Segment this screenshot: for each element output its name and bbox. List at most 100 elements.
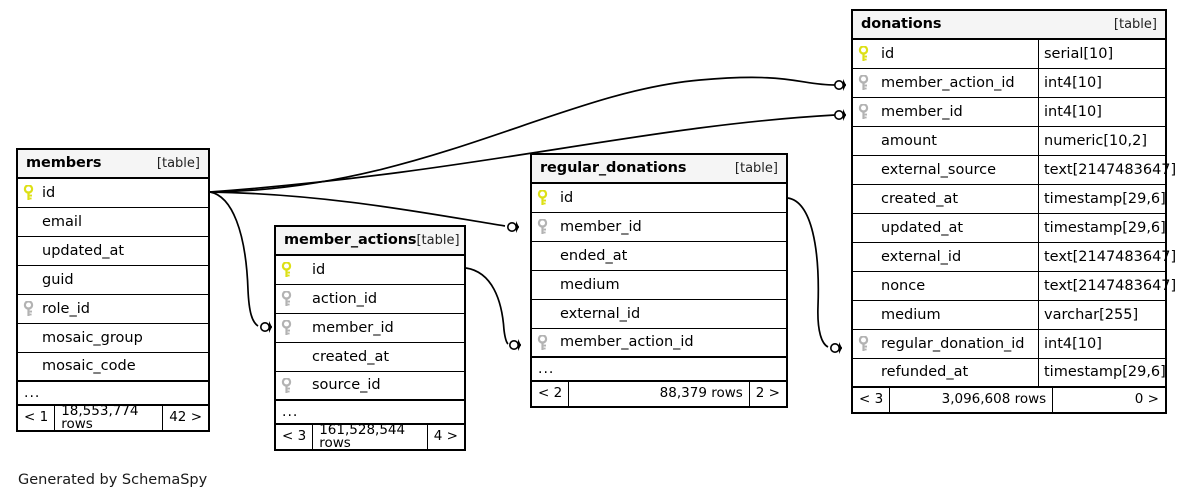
table-header-regular-donations: regular_donations [table]: [532, 155, 786, 184]
row-count: 18,553,774 rows: [55, 404, 164, 431]
no-key-spacer: [853, 301, 873, 329]
table-row[interactable]: nonce text[2147483647]: [853, 272, 1176, 301]
no-key-spacer: [18, 266, 38, 294]
column-name: medium: [560, 276, 620, 293]
table-footer-member-actions: < 3 161,528,544 rows 4 >: [276, 423, 464, 450]
column-name: member_action_id: [560, 334, 694, 351]
table-row[interactable]: id: [532, 184, 786, 213]
edge-members-regular-donations-member-id: [209, 191, 506, 227]
table-name-donations: donations: [861, 15, 942, 32]
table-row[interactable]: mosaic_group: [18, 324, 208, 353]
foreign-key-icon: [853, 69, 873, 97]
no-key-spacer: [18, 237, 38, 265]
primary-key-icon: [853, 40, 873, 68]
table-member-actions[interactable]: member_actions [table] id action_id memb…: [274, 225, 466, 451]
table-row[interactable]: id: [276, 256, 464, 285]
column-type: text[2147483647]: [1038, 272, 1176, 300]
foreign-key-icon: [276, 314, 296, 342]
column-type: timestamp[29,6]: [1038, 359, 1166, 386]
column-name: id: [560, 189, 574, 206]
primary-key-icon: [18, 179, 38, 207]
column-name: created_at: [881, 190, 959, 207]
edge-regular-donations-donations-regular-donation-id: [787, 197, 829, 348]
table-row[interactable]: regular_donation_id int4[10]: [853, 330, 1165, 359]
table-row[interactable]: member_id: [532, 213, 786, 242]
table-name-member-actions: member_actions: [284, 231, 417, 248]
foreign-key-icon: [276, 372, 296, 399]
no-key-spacer: [276, 343, 296, 371]
table-row[interactable]: medium: [532, 271, 786, 300]
column-type: numeric[10,2]: [1038, 127, 1165, 155]
edge-member-actions-regular-donations-member-action-id: [465, 267, 509, 345]
table-row[interactable]: member_id: [276, 314, 464, 343]
table-row[interactable]: id serial[10]: [853, 40, 1165, 69]
table-row[interactable]: external_id text[2147483647]: [853, 243, 1176, 272]
column-name: refunded_at: [881, 364, 969, 381]
column-name: member_id: [312, 319, 394, 336]
outgoing-relationships-count[interactable]: 42 >: [169, 409, 202, 426]
incoming-relationships-count[interactable]: < 1: [18, 406, 56, 430]
column-name: id: [881, 45, 895, 62]
table-row[interactable]: external_id: [532, 300, 786, 329]
no-key-spacer: [853, 214, 873, 242]
table-row[interactable]: role_id: [18, 295, 208, 324]
outgoing-relationships-count[interactable]: 0 >: [1134, 391, 1159, 408]
no-key-spacer: [853, 127, 873, 155]
column-type: int4[10]: [1038, 69, 1165, 97]
table-row[interactable]: member_action_id int4[10]: [853, 69, 1165, 98]
column-name: nonce: [881, 277, 926, 294]
column-name: member_id: [881, 103, 963, 120]
table-row[interactable]: member_action_id: [532, 329, 786, 358]
table-row[interactable]: action_id: [276, 285, 464, 314]
table-row[interactable]: updated_at timestamp[29,6]: [853, 214, 1166, 243]
table-header-member-actions: member_actions [table]: [276, 227, 464, 256]
foreign-key-icon: [276, 285, 296, 313]
table-tag-member-actions: [table]: [416, 232, 460, 248]
column-name: created_at: [312, 348, 390, 365]
table-footer-members: < 1 18,553,774 rows 42 >: [18, 404, 208, 431]
table-row[interactable]: updated_at: [18, 237, 208, 266]
no-key-spacer: [853, 272, 873, 300]
column-name: member_id: [560, 218, 642, 235]
table-row[interactable]: source_id: [276, 372, 464, 401]
table-row[interactable]: amount numeric[10,2]: [853, 127, 1165, 156]
column-name: member_action_id: [881, 74, 1015, 91]
outgoing-relationships-count[interactable]: 2 >: [755, 385, 780, 402]
table-regular-donations[interactable]: regular_donations [table] id member_id e…: [530, 153, 788, 408]
incoming-relationships-count[interactable]: < 2: [532, 382, 570, 406]
column-name: action_id: [312, 290, 378, 307]
column-name: external_id: [560, 305, 641, 322]
no-key-spacer: [18, 324, 38, 352]
table-row[interactable]: member_id int4[10]: [853, 98, 1165, 127]
table-row[interactable]: medium varchar[255]: [853, 301, 1165, 330]
column-name: updated_at: [881, 219, 964, 236]
no-key-spacer: [532, 271, 552, 299]
table-row[interactable]: guid: [18, 266, 208, 295]
table-row[interactable]: refunded_at timestamp[29,6]: [853, 359, 1166, 388]
table-row[interactable]: email: [18, 208, 208, 237]
no-key-spacer: [18, 353, 38, 380]
table-header-members: members [table]: [18, 150, 208, 179]
row-count: 3,096,608 rows: [890, 388, 1054, 412]
column-type: text[2147483647]: [1038, 156, 1176, 184]
no-key-spacer: [853, 185, 873, 213]
incoming-relationships-count[interactable]: < 3: [276, 425, 314, 449]
incoming-relationships-count[interactable]: < 3: [853, 388, 891, 412]
column-name: id: [42, 184, 56, 201]
outgoing-relationships-count[interactable]: 4 >: [433, 428, 458, 445]
more-columns-indicator: ...: [276, 401, 464, 425]
column-name: medium: [881, 306, 941, 323]
column-name: email: [42, 213, 82, 230]
table-name-members: members: [26, 154, 102, 171]
table-row[interactable]: created_at: [276, 343, 464, 372]
table-donations[interactable]: donations [table] id serial[10] member_a…: [851, 9, 1176, 414]
column-type: timestamp[29,6]: [1038, 214, 1166, 242]
table-row[interactable]: mosaic_code: [18, 353, 208, 382]
table-row[interactable]: created_at timestamp[29,6]: [853, 185, 1166, 214]
table-row[interactable]: external_source text[2147483647]: [853, 156, 1176, 185]
table-footer-regular-donations: < 2 88,379 rows 2 >: [532, 382, 786, 406]
more-columns-indicator: ...: [532, 358, 786, 382]
table-row[interactable]: id: [18, 179, 208, 208]
table-members[interactable]: members [table] id email updated_at guid…: [16, 148, 210, 432]
table-row[interactable]: ended_at: [532, 242, 786, 271]
